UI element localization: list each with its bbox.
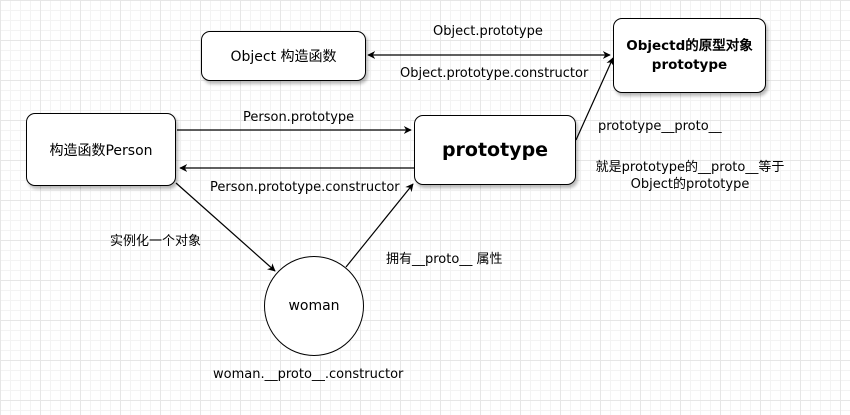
person-constructor-label: 构造函数Person bbox=[49, 142, 153, 159]
object-prototype-label-line1: Objectd的原型对象 bbox=[626, 37, 753, 54]
prototype-label: prototype bbox=[441, 139, 549, 161]
object-prototype-label-line2: prototype bbox=[651, 56, 728, 73]
woman-node[interactable]: woman bbox=[264, 256, 364, 356]
label-object-prototype: Object.prototype bbox=[433, 24, 543, 39]
prototype-node[interactable]: prototype bbox=[414, 115, 576, 185]
label-person-prototype-constructor: Person.prototype.constructor bbox=[210, 180, 400, 195]
label-prototype-proto: prototype__proto__ bbox=[598, 119, 722, 134]
object-constructor-node[interactable]: Object 构造函数 bbox=[201, 31, 366, 81]
object-prototype-node[interactable]: Objectd的原型对象 prototype bbox=[613, 18, 766, 93]
label-has-proto: 拥有__proto__ 属性 bbox=[386, 252, 503, 267]
edge-woman-proto bbox=[345, 183, 414, 268]
person-constructor-node[interactable]: 构造函数Person bbox=[26, 113, 176, 186]
label-person-prototype: Person.prototype bbox=[243, 110, 355, 125]
edge-prototype-proto bbox=[575, 57, 614, 141]
label-instantiate: 实例化一个对象 bbox=[110, 234, 202, 249]
label-proto-explanation: 就是prototype的__proto__等于Object的prototype bbox=[595, 160, 785, 192]
edge-instantiate bbox=[175, 182, 276, 272]
object-constructor-label: Object 构造函数 bbox=[230, 49, 337, 65]
label-woman-constructor: woman.__proto__.constructor bbox=[213, 367, 404, 382]
woman-label: woman bbox=[288, 298, 340, 314]
label-object-prototype-constructor: Object.prototype.constructor bbox=[400, 66, 589, 81]
